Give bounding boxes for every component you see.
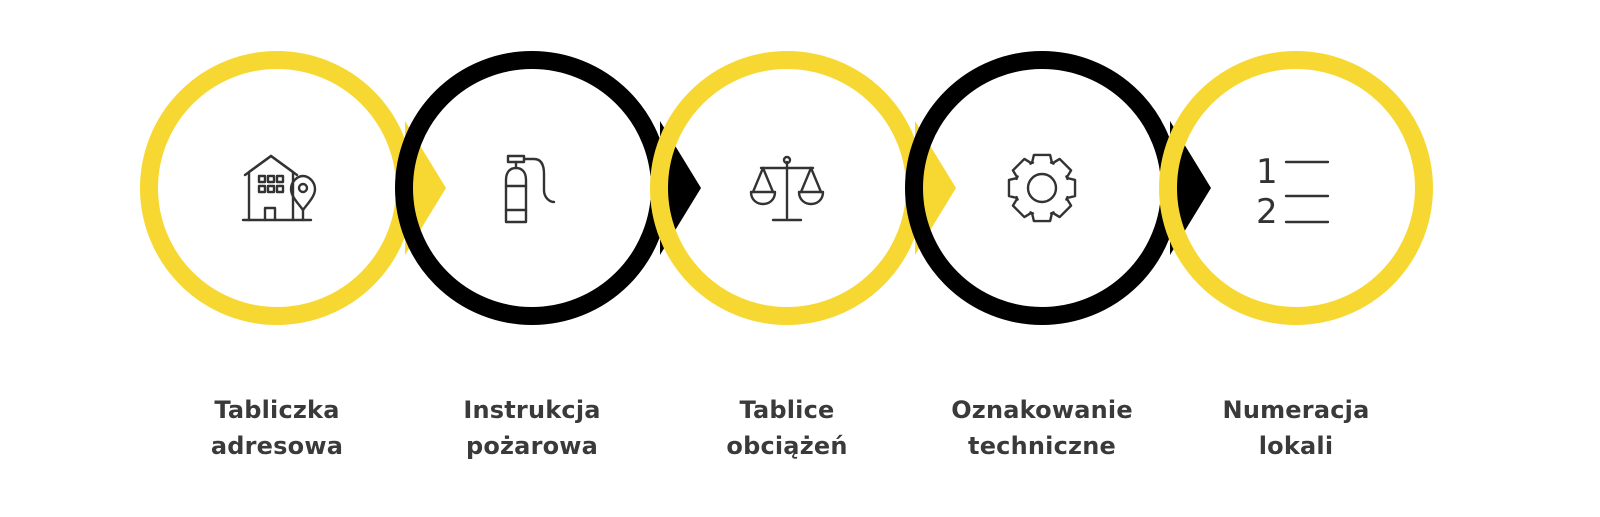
step-label-1: Tabliczka adresowa: [157, 392, 397, 464]
scales-icon: [749, 155, 825, 222]
step-ring-5: [1159, 51, 1433, 325]
step-label-3-line1: Tablice: [739, 396, 835, 424]
building-pin-icon: [241, 154, 317, 222]
step-label-4-line2: techniczne: [968, 432, 1116, 460]
step-label-4: Oznakowanie techniczne: [922, 392, 1162, 464]
step-label-2-line2: pożarowa: [465, 432, 599, 460]
gear-icon: [1007, 153, 1077, 223]
numbered-list-icon: 1 2: [1256, 152, 1330, 232]
step-label-3: Tablice obciążeń: [667, 392, 907, 464]
step-label-3-line2: obciążeń: [726, 432, 848, 460]
step-label-2-line1: Instrukcja: [463, 396, 601, 424]
step-label-1-line1: Tabliczka: [214, 396, 340, 424]
step-label-2: Instrukcja pożarowa: [412, 392, 652, 464]
list-number-1: 1: [1256, 152, 1278, 192]
step-label-5: Numeracja lokali: [1176, 392, 1416, 464]
step-label-5-line2: lokali: [1258, 432, 1334, 460]
fire-extinguisher-icon: [504, 154, 556, 224]
step-label-4-line1: Oznakowanie: [951, 396, 1133, 424]
step-label-5-line1: Numeracja: [1222, 396, 1370, 424]
list-number-2: 2: [1256, 192, 1278, 232]
step-label-1-line2: adresowa: [210, 432, 344, 460]
